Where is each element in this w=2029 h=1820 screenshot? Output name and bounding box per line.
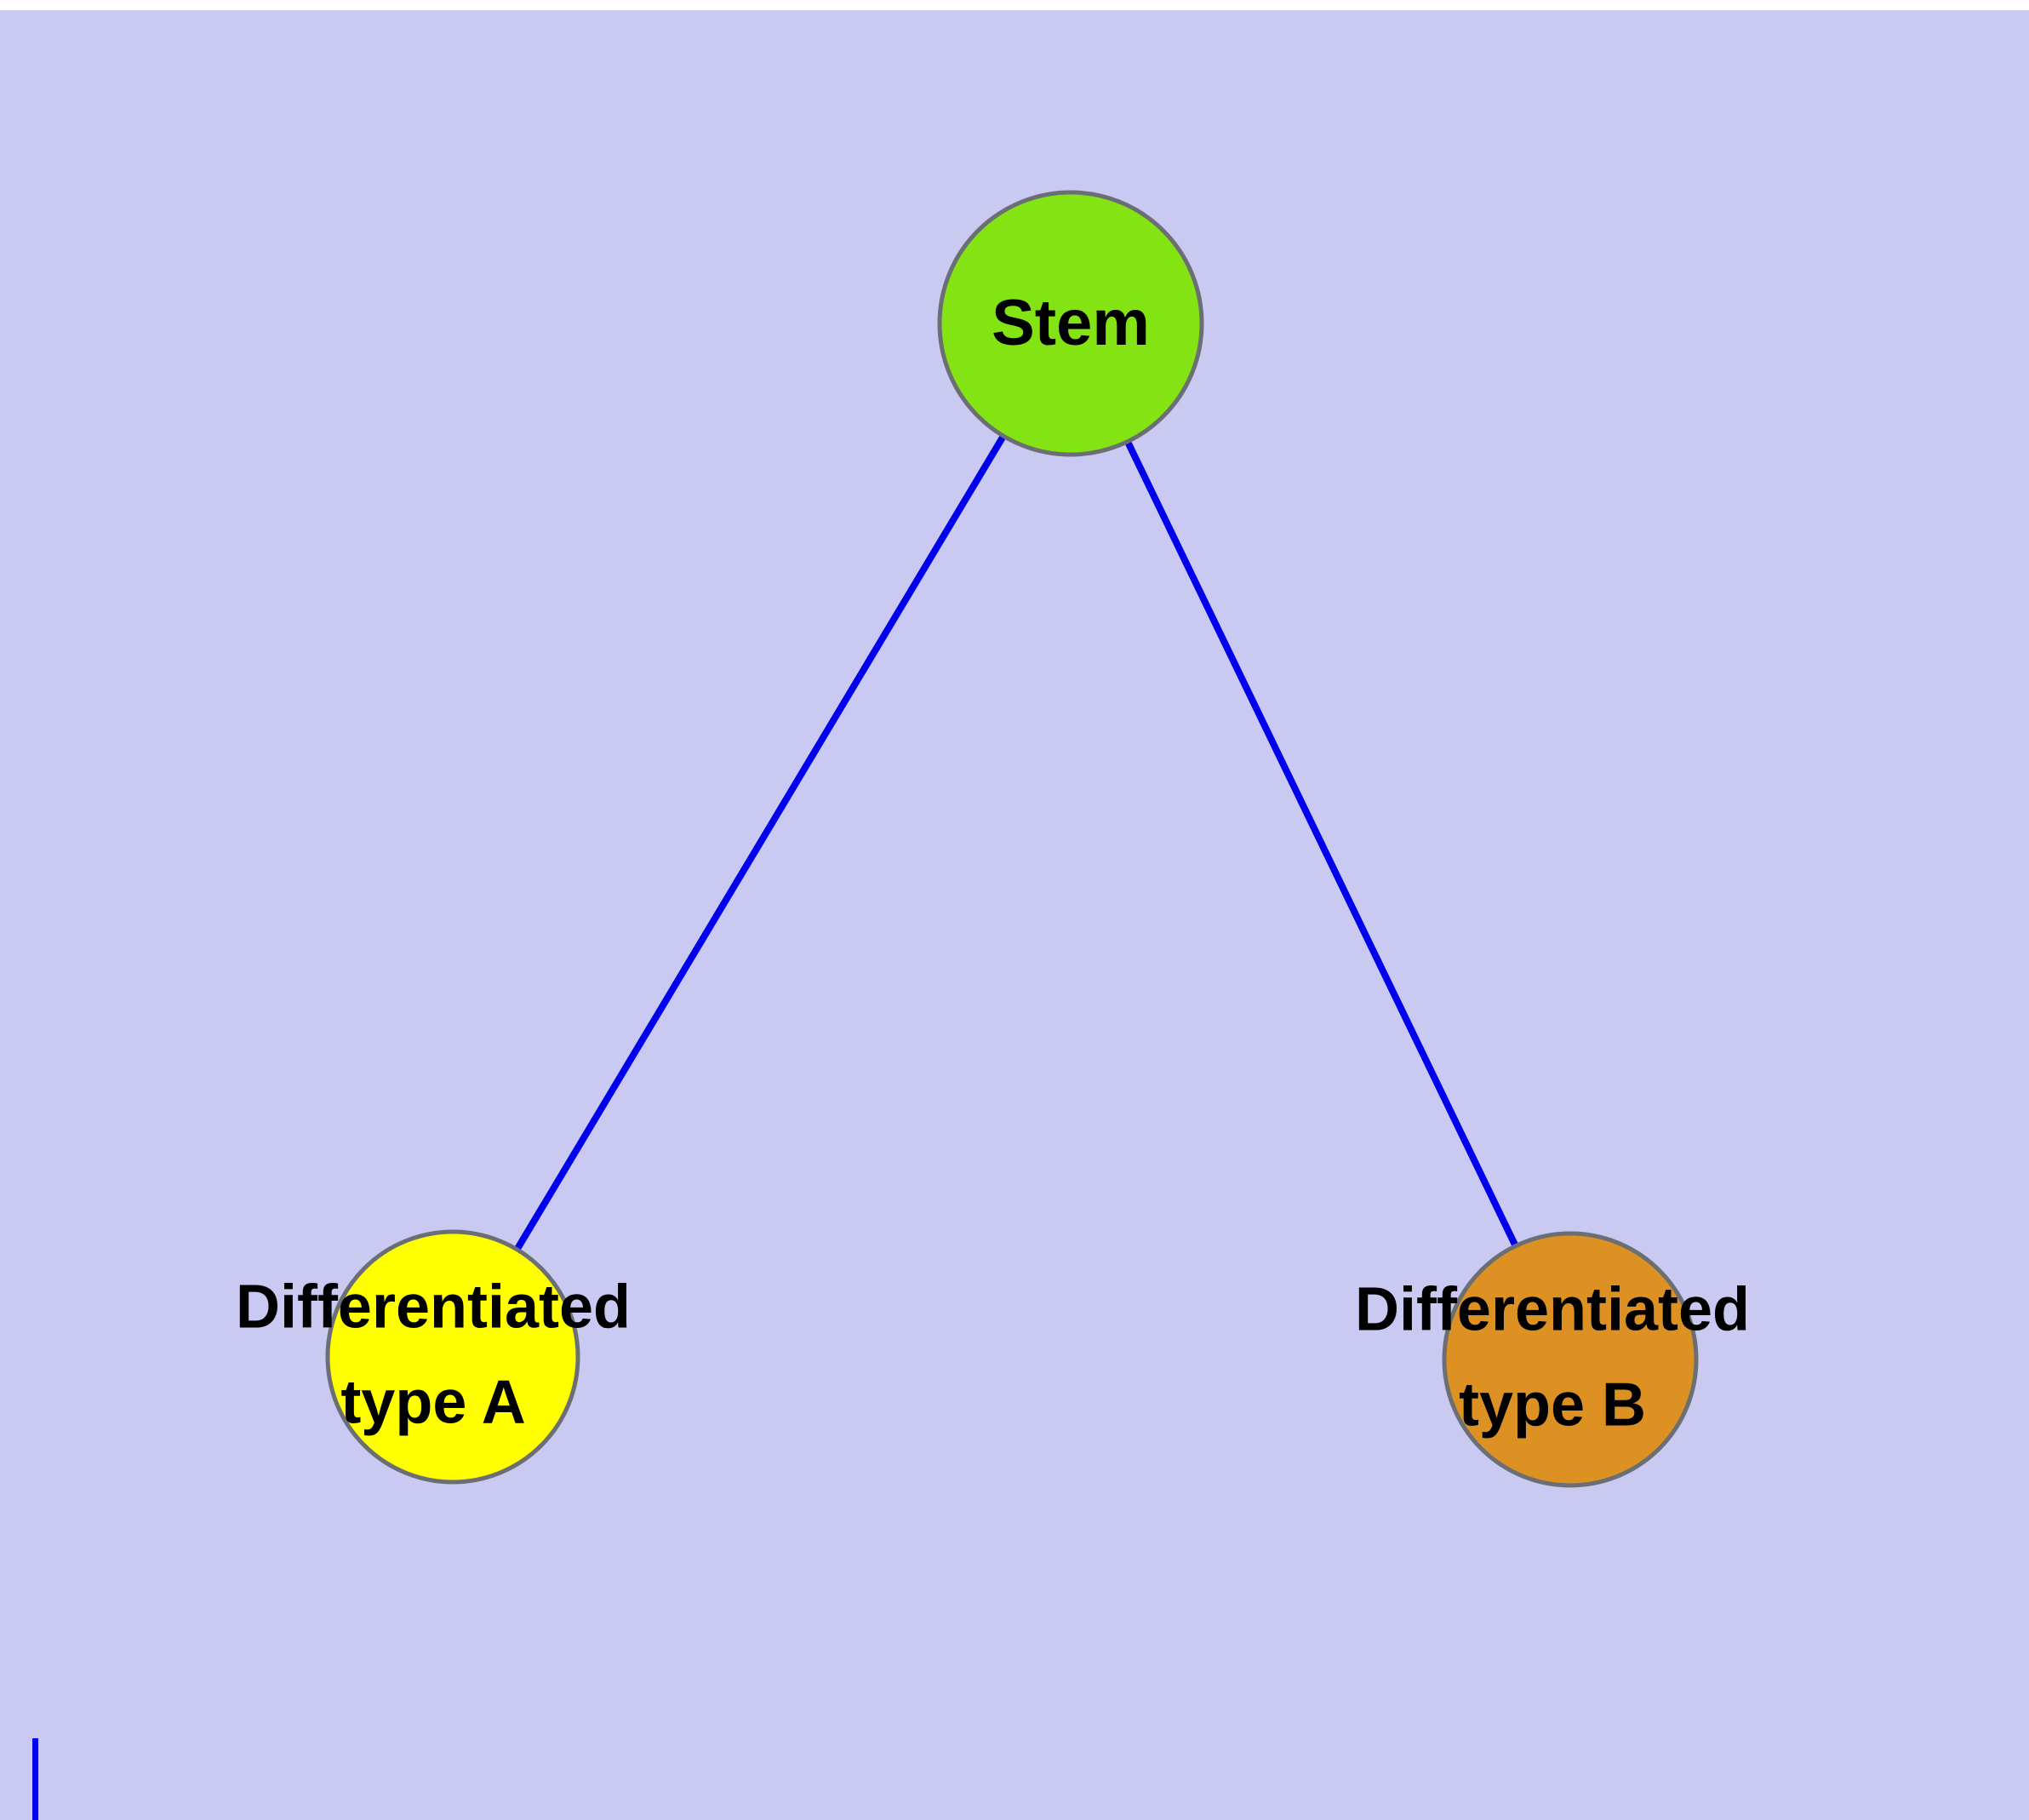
node-type-a-circle	[325, 1229, 580, 1485]
stray-blue-mark	[32, 1738, 38, 1820]
top-white-strip	[0, 0, 2029, 10]
node-type-b-circle	[1442, 1231, 1699, 1488]
node-stem-circle	[937, 190, 1204, 457]
edge-stem-to-type-a	[449, 321, 1074, 1359]
edge-stem-to-type-b	[1067, 322, 1574, 1361]
